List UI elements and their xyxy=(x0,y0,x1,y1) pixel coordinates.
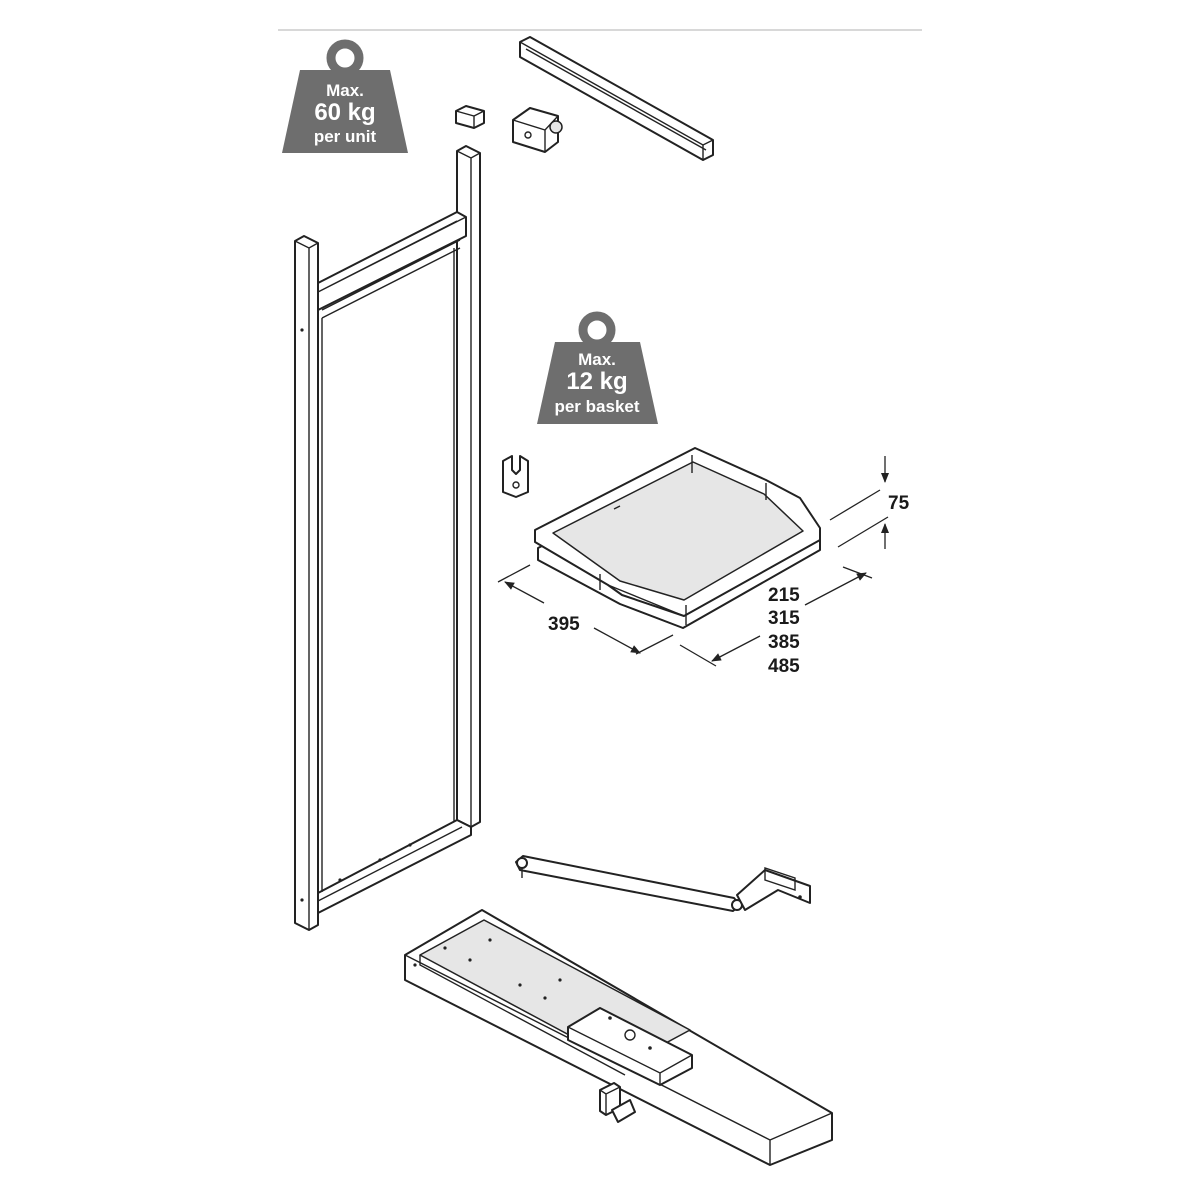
weight-badge-unit: Max. 60 kg per unit xyxy=(282,39,408,153)
weight-basket-line2: 12 kg xyxy=(566,368,627,395)
hook-bracket xyxy=(502,455,529,498)
basket xyxy=(534,447,821,629)
dim-height: 75 xyxy=(829,456,910,549)
weight-unit-line1: Max. xyxy=(326,81,364,100)
weight-body-icon xyxy=(282,70,408,153)
dim-width: 215 315 385 485 xyxy=(679,566,873,677)
top-rail xyxy=(519,36,714,161)
tall-frame xyxy=(294,145,481,931)
weight-ring-icon xyxy=(326,39,364,77)
top-bracket xyxy=(512,107,563,153)
weight-badge-basket: Max. 12 kg per basket xyxy=(537,311,658,424)
dim-width-label-2: 315 xyxy=(768,608,800,629)
weight-unit-line2: 60 kg xyxy=(314,99,375,126)
swing-arm xyxy=(515,855,811,912)
weight-body-icon xyxy=(537,342,658,424)
dim-depth-label: 395 xyxy=(548,614,580,635)
weight-ring-icon xyxy=(578,311,616,349)
dim-width-label-3: 385 xyxy=(768,632,800,653)
dim-width-label-4: 485 xyxy=(768,656,800,677)
dim-height-label: 75 xyxy=(888,493,910,514)
weight-basket-line3: per basket xyxy=(554,397,639,416)
weight-unit-line3: per unit xyxy=(314,127,377,146)
weight-basket-line1: Max. xyxy=(578,350,616,369)
base-slide xyxy=(404,909,833,1166)
end-cap xyxy=(455,105,485,129)
dim-width-label-1: 215 xyxy=(768,585,800,606)
dim-depth: 395 xyxy=(497,564,674,655)
